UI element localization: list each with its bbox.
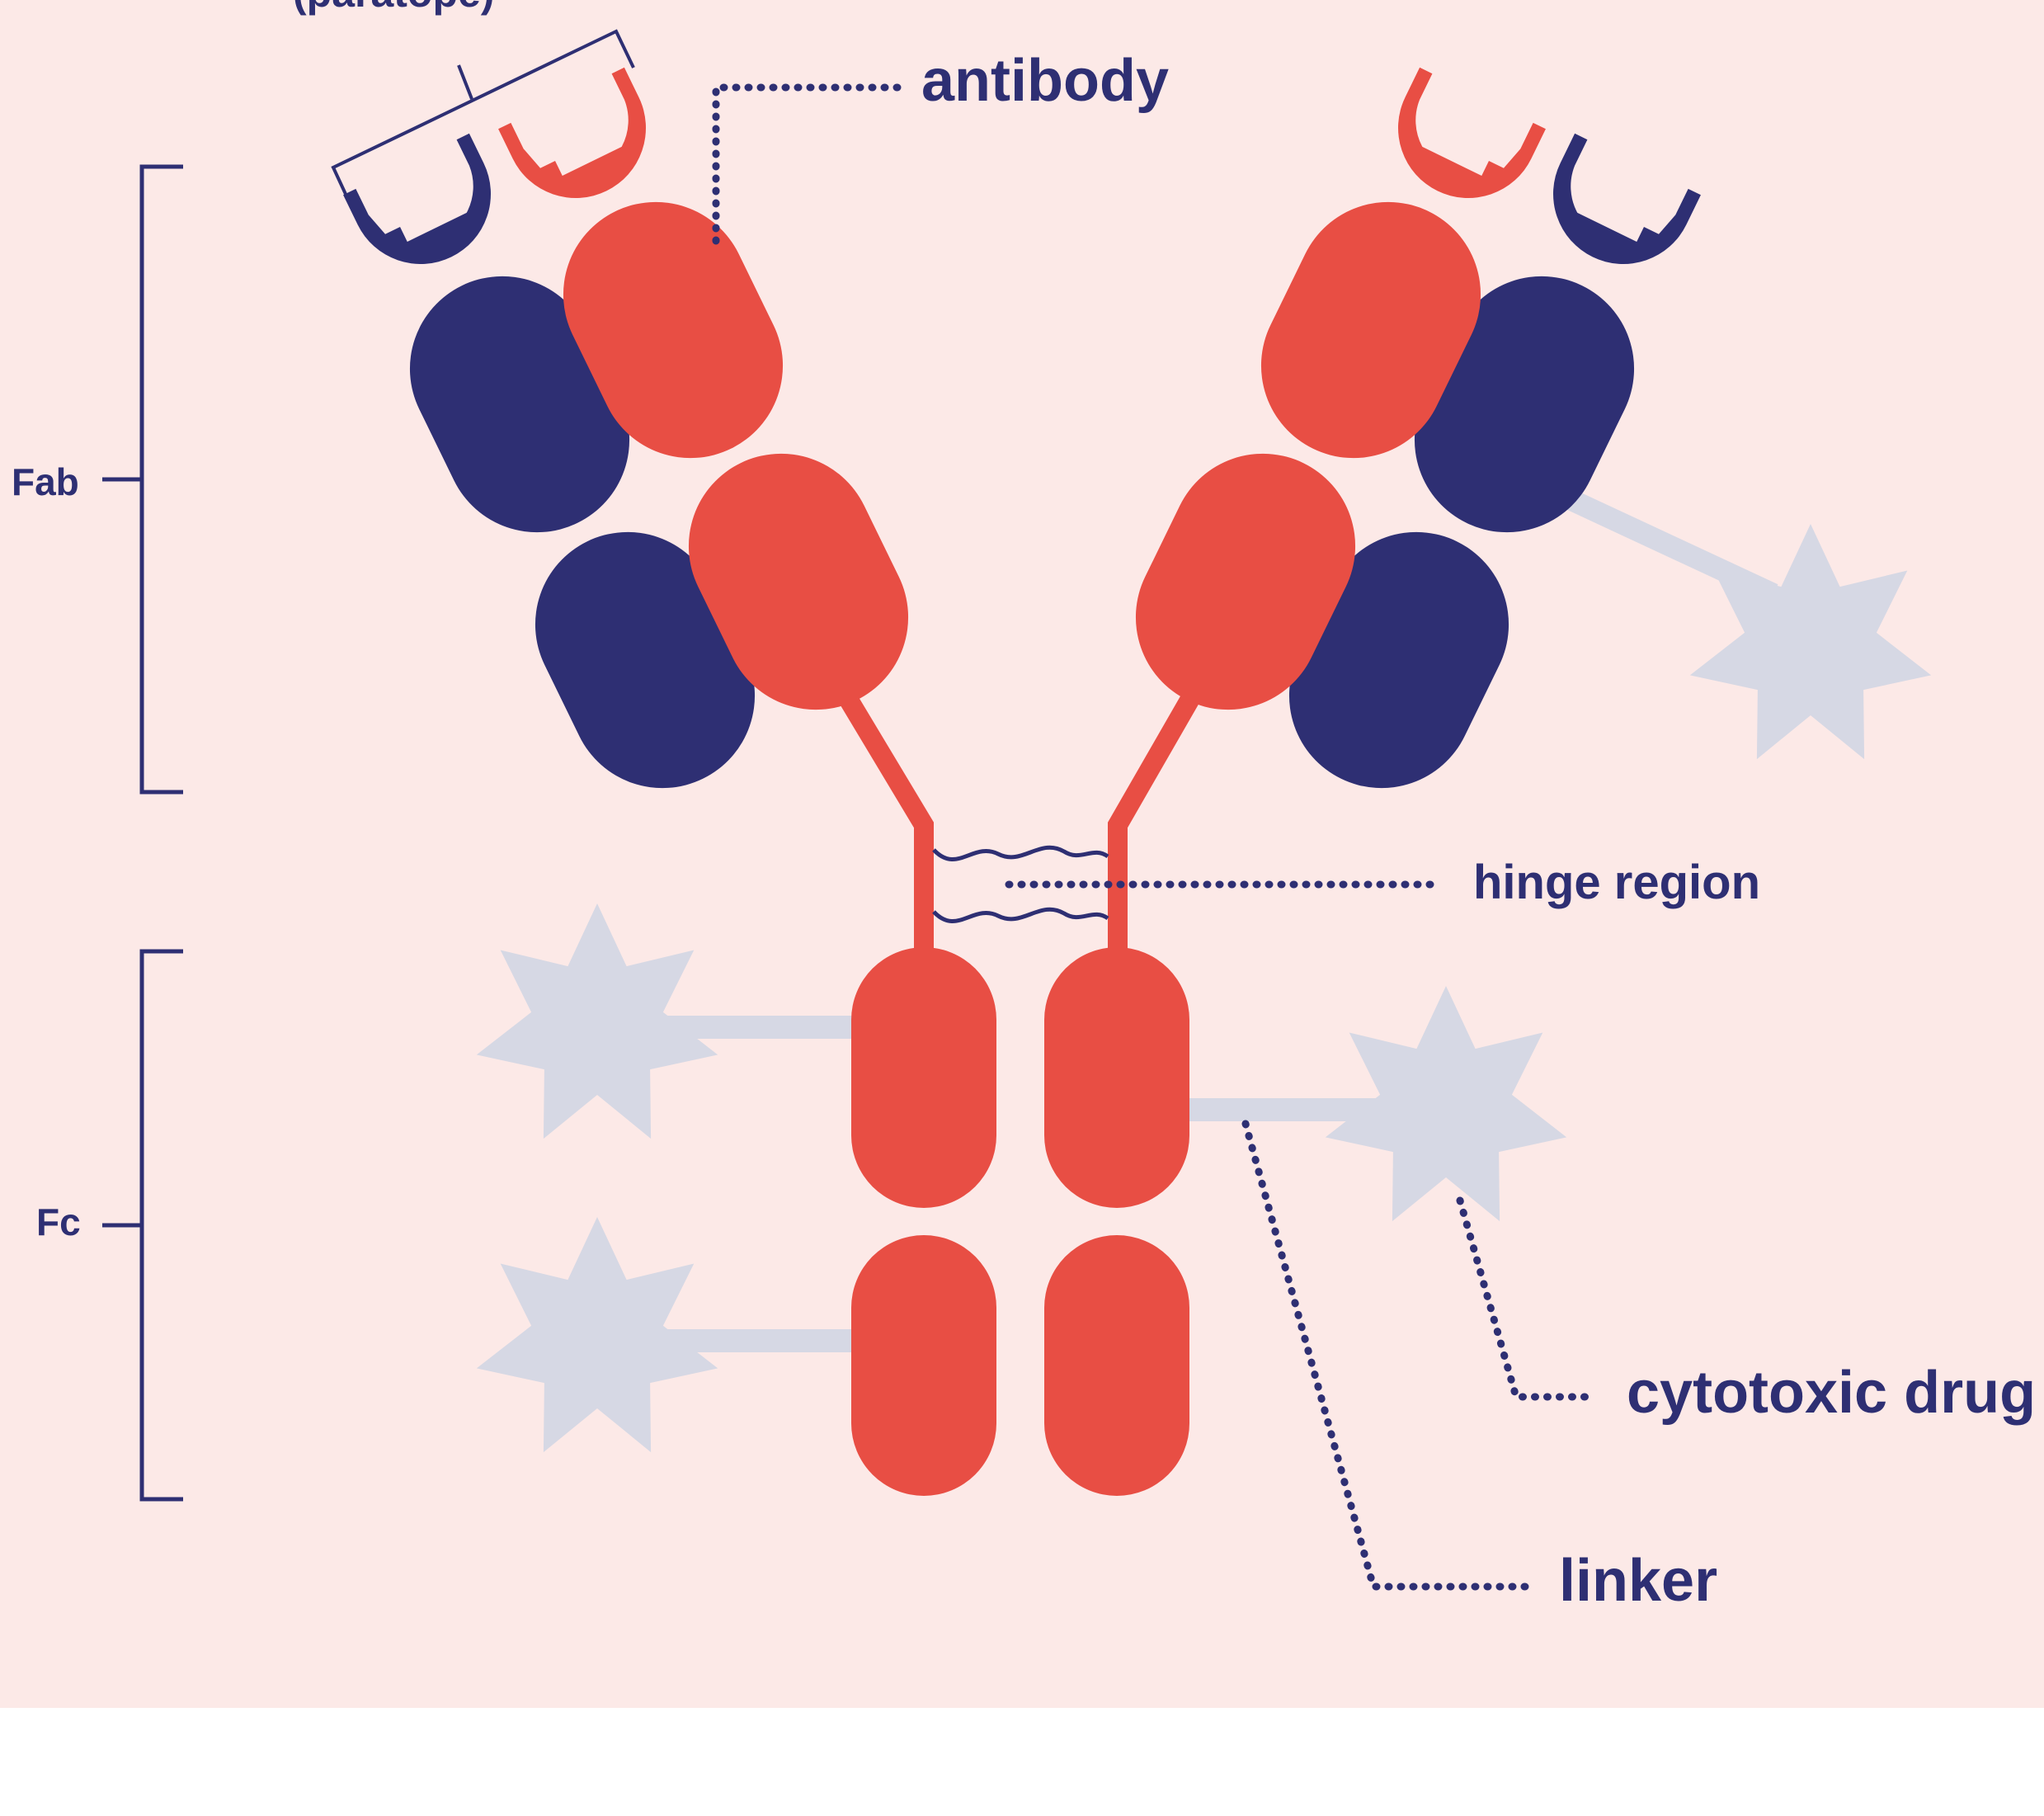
linker-label: linker bbox=[1559, 1548, 1717, 1614]
fc-domain-upper-right bbox=[1044, 947, 1189, 1208]
fab-label: Fab bbox=[12, 460, 79, 503]
cytotoxic-drug-label: cytotoxic drug bbox=[1627, 1360, 2036, 1426]
fc-domain-lower-left bbox=[851, 1235, 996, 1496]
hinge-region-label: hinge region bbox=[1473, 856, 1760, 909]
bottom-white-margin bbox=[0, 1708, 2044, 1816]
paratope-label: (paratope) bbox=[293, 0, 494, 16]
antibody-label: antibody bbox=[921, 48, 1169, 114]
fc-domain-lower-right bbox=[1044, 1235, 1189, 1496]
fc-domain-upper-left bbox=[851, 947, 996, 1208]
fc-label: Fc bbox=[36, 1200, 81, 1243]
